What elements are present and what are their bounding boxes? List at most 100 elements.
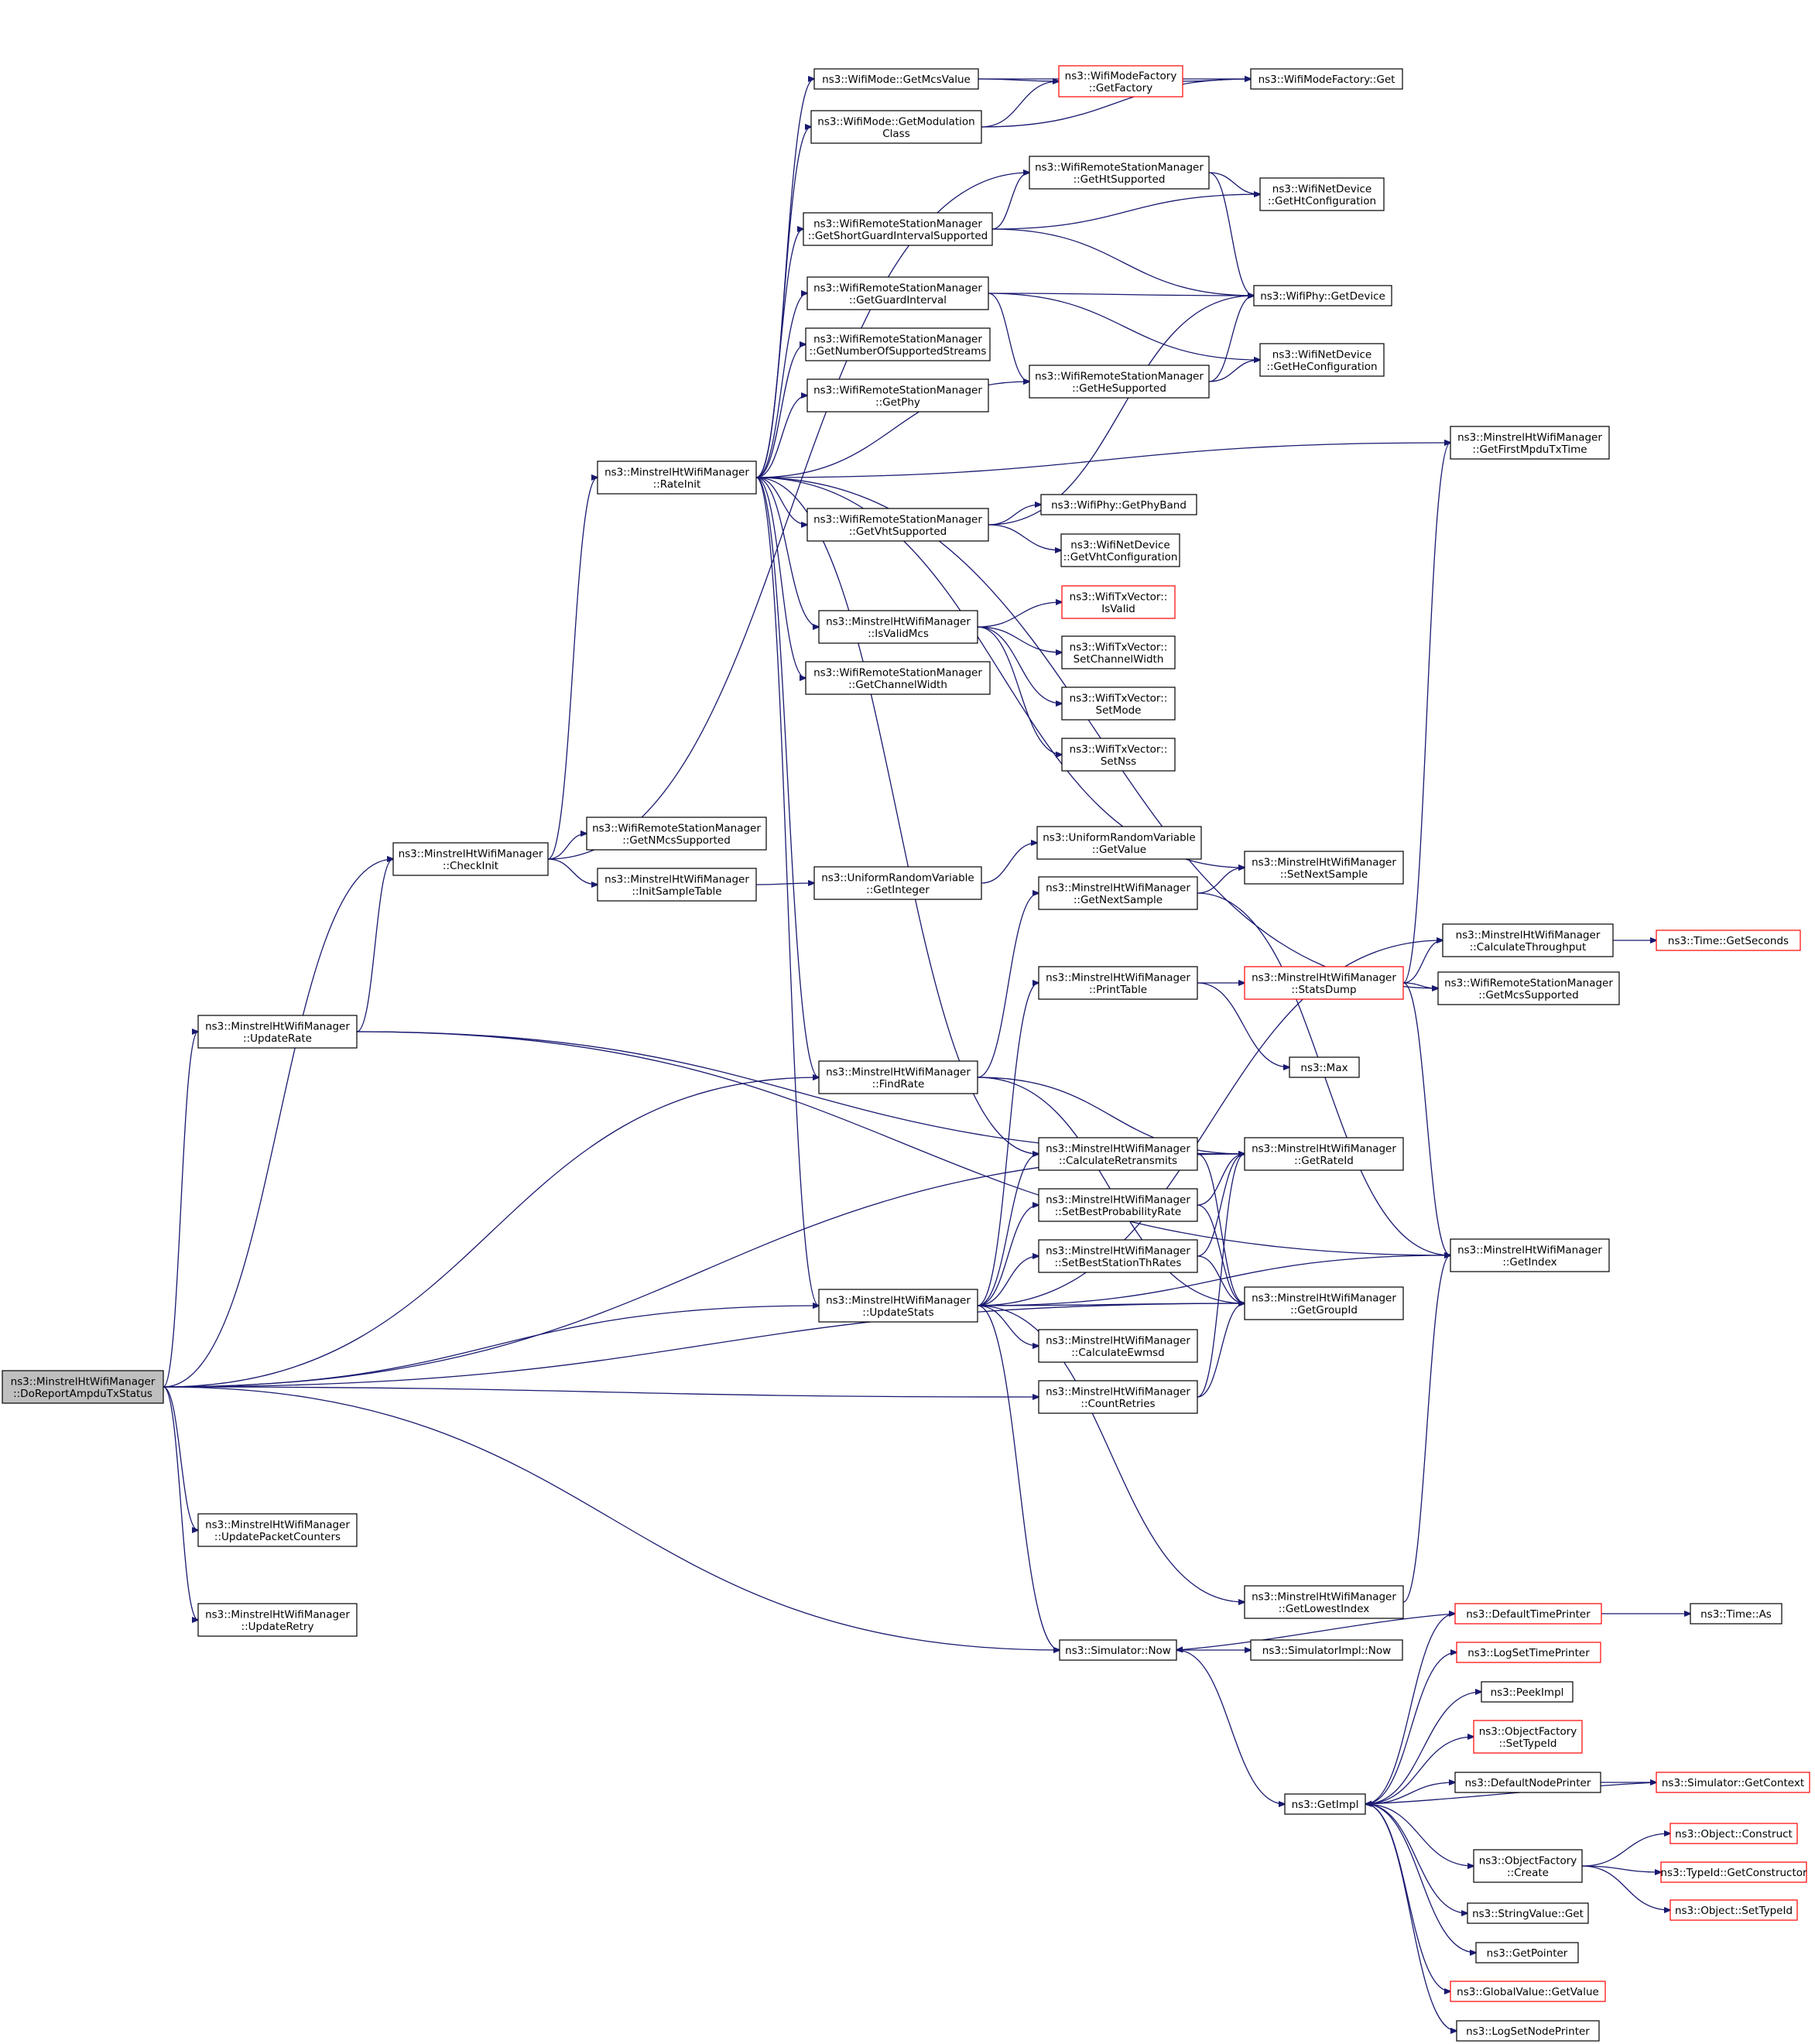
node-wmf-getfactory[interactable]: ns3::WifiModeFactory::GetFactory — [1058, 65, 1183, 98]
node-label-line: ns3::MinstrelHtWifiManager — [1252, 971, 1396, 984]
node-objconstruct[interactable]: ns3::Object::Construct — [1669, 1823, 1798, 1844]
node-max[interactable]: ns3::Max — [1289, 1056, 1360, 1078]
node-defaultnodeprinter[interactable]: ns3::DefaultNodePrinter — [1454, 1772, 1601, 1793]
node-label-line: ns3::WifiModeFactory — [1065, 70, 1177, 82]
node-globalvalue[interactable]: ns3::GlobalValue::GetValue — [1450, 1981, 1606, 2002]
node-updateretry[interactable]: ns3::MinstrelHtWifiManager::UpdateRetry — [197, 1603, 358, 1637]
node-label-line: ::GetGroupId — [1290, 1304, 1358, 1316]
node-defaulttimeprinter[interactable]: ns3::DefaultTimePrinter — [1454, 1603, 1602, 1625]
node-txv-setmode[interactable]: ns3::WifiTxVector::SetMode — [1061, 686, 1176, 721]
node-calcthroughput[interactable]: ns3::MinstrelHtWifiManager::CalculateThr… — [1442, 923, 1614, 957]
node-vhtsupp[interactable]: ns3::WifiRemoteStationManager::GetVhtSup… — [806, 508, 989, 542]
node-setbestth[interactable]: ns3::MinstrelHtWifiManager::SetBestStati… — [1038, 1239, 1198, 1273]
node-updatestats[interactable]: ns3::MinstrelHtWifiManager::UpdateStats — [818, 1289, 978, 1323]
edge-line — [977, 602, 1062, 628]
edge-line — [977, 1205, 1039, 1306]
node-txv-isvalid[interactable]: ns3::WifiTxVector::IsValid — [1061, 585, 1176, 619]
node-calcewmsd[interactable]: ns3::MinstrelHtWifiManager::CalculateEwm… — [1038, 1329, 1198, 1363]
edge-simgetcontext-to-getimpl — [1365, 1782, 1657, 1804]
node-uniformval[interactable]: ns3::UniformRandomVariable::GetValue — [1036, 826, 1202, 860]
node-label-line: ns3::PeekImpl — [1491, 1686, 1564, 1699]
node-txv-setcw[interactable]: ns3::WifiTxVector::SetChannelWidth — [1061, 635, 1176, 669]
node-isvalidmcs[interactable]: ns3::MinstrelHtWifiManager::IsValidMcs — [818, 610, 978, 644]
node-label-line: ns3::MinstrelHtWifiManager — [1046, 1142, 1190, 1155]
node-logsettimeprinter[interactable]: ns3::LogSetTimePrinter — [1456, 1642, 1601, 1663]
node-box — [805, 327, 991, 361]
node-logsetnodeprinter[interactable]: ns3::LogSetNodePrinter — [1456, 2020, 1600, 2042]
edge-getimpl-to-of-settypeid — [1365, 1737, 1474, 1805]
node-wmf-get[interactable]: ns3::WifiModeFactory::Get — [1250, 68, 1403, 90]
node-numstreams[interactable]: ns3::WifiRemoteStationManager::GetNumber… — [805, 327, 991, 361]
node-updaterate[interactable]: ns3::MinstrelHtWifiManager::UpdateRate — [197, 1015, 358, 1049]
edge-line — [988, 293, 1029, 382]
node-getlowestidx[interactable]: ns3::MinstrelHtWifiManager::GetLowestInd… — [1244, 1585, 1404, 1619]
edge-line — [988, 293, 1260, 360]
node-calcretrans[interactable]: ns3::MinstrelHtWifiManager::CalculateRet… — [1038, 1137, 1198, 1171]
node-getphyband[interactable]: ns3::WifiPhy::GetPhyBand — [1040, 494, 1197, 515]
node-getimpl[interactable]: ns3::GetImpl — [1284, 1793, 1366, 1815]
node-countretries[interactable]: ns3::MinstrelHtWifiManager::CountRetries — [1038, 1380, 1198, 1414]
edge-checkinit-to-rateinit — [547, 478, 598, 860]
node-setbestprob[interactable]: ns3::MinstrelHtWifiManager::SetBestProba… — [1038, 1188, 1198, 1222]
node-getdevice[interactable]: ns3::WifiPhy::GetDevice — [1253, 285, 1392, 306]
edge-root-to-updatestats — [163, 1306, 819, 1388]
node-getheconf[interactable]: ns3::WifiNetDevice::GetHeConfiguration — [1259, 343, 1385, 377]
node-checkinit[interactable]: ns3::MinstrelHtWifiManager::CheckInit — [392, 842, 549, 876]
node-simnow[interactable]: ns3::Simulator::Now — [1059, 1639, 1177, 1661]
node-getphy[interactable]: ns3::WifiRemoteStationManager::GetPhy — [806, 378, 989, 413]
node-gethtconf[interactable]: ns3::WifiNetDevice::GetHtConfiguration — [1259, 177, 1385, 211]
node-of-settypeid[interactable]: ns3::ObjectFactory::SetTypeId — [1473, 1720, 1583, 1754]
node-getrateid[interactable]: ns3::MinstrelHtWifiManager::GetRateId — [1244, 1137, 1404, 1171]
node-initsample[interactable]: ns3::MinstrelHtWifiManager::InitSampleTa… — [597, 868, 757, 902]
node-label-line: ::CalculateRetransmits — [1059, 1155, 1177, 1167]
node-chanwidth[interactable]: ns3::WifiRemoteStationManager::GetChanne… — [805, 661, 991, 695]
node-timeas[interactable]: ns3::Time::As — [1690, 1603, 1782, 1625]
node-label-line: ns3::WifiRemoteStationManager — [813, 217, 982, 230]
node-box — [1038, 1329, 1198, 1363]
edge-line — [1208, 172, 1260, 194]
node-box — [1259, 343, 1385, 377]
node-stringvalueget[interactable]: ns3::StringValue::Get — [1467, 1902, 1589, 1924]
edge-line — [755, 443, 1450, 478]
node-getindex[interactable]: ns3::MinstrelHtWifiManager::GetIndex — [1450, 1238, 1610, 1272]
node-statsdump[interactable]: ns3::MinstrelHtWifiManager::StatsDump — [1244, 966, 1404, 1000]
node-updatepkt[interactable]: ns3::MinstrelHtWifiManager::UpdatePacket… — [197, 1513, 358, 1547]
node-hesupp[interactable]: ns3::WifiRemoteStationManager::GetHeSupp… — [1029, 365, 1210, 399]
node-txv-setnss[interactable]: ns3::WifiTxVector::SetNss — [1061, 738, 1176, 772]
node-findrate[interactable]: ns3::MinstrelHtWifiManager::FindRate — [818, 1060, 978, 1094]
node-getseconds[interactable]: ns3::Time::GetSeconds — [1656, 930, 1801, 951]
node-getvhtconf[interactable]: ns3::WifiNetDevice::GetVhtConfiguration — [1060, 533, 1180, 567]
edge-line — [755, 344, 806, 478]
node-getnextsample[interactable]: ns3::MinstrelHtWifiManager::GetNextSampl… — [1038, 876, 1198, 910]
node-rateinit[interactable]: ns3::MinstrelHtWifiManager::RateInit — [597, 460, 757, 495]
edge-line — [163, 1386, 1060, 1650]
node-printtable[interactable]: ns3::MinstrelHtWifiManager::PrintTable — [1038, 966, 1198, 1000]
node-getmcsvalue[interactable]: ns3::WifiMode::GetMcsValue — [813, 68, 979, 90]
node-label-line: ns3::MinstrelHtWifiManager — [1046, 1334, 1190, 1347]
edge-rateinit-to-getmodclass — [755, 127, 811, 478]
node-uniformint[interactable]: ns3::UniformRandomVariable::GetInteger — [813, 866, 982, 900]
node-root[interactable]: ns3::MinstrelHtWifiManager::DoReportAmpd… — [2, 1370, 164, 1404]
node-box — [197, 1603, 358, 1637]
node-getpointer[interactable]: ns3::GetPointer — [1475, 1942, 1579, 1964]
node-getnmcs[interactable]: ns3::WifiRemoteStationManager::GetNMcsSu… — [586, 817, 767, 851]
node-peekimpl[interactable]: ns3::PeekImpl — [1481, 1681, 1574, 1703]
node-label-line: ns3::MinstrelHtWifiManager — [205, 1020, 350, 1032]
node-simgetcontext[interactable]: ns3::Simulator::GetContext — [1656, 1772, 1810, 1793]
edge-line — [988, 293, 1254, 296]
node-htsupp[interactable]: ns3::WifiRemoteStationManager::GetHtSupp… — [1029, 156, 1210, 190]
node-shortgi[interactable]: ns3::WifiRemoteStationManager::GetShortG… — [803, 212, 993, 246]
node-of-create[interactable]: ns3::ObjectFactory::Create — [1473, 1849, 1583, 1883]
node-label-line: ns3::WifiPhy::GetPhyBand — [1051, 499, 1187, 512]
node-simimplnow[interactable]: ns3::SimulatorImpl::Now — [1250, 1639, 1403, 1661]
edge-rateinit-to-updatestats — [755, 477, 819, 1306]
node-firstmpdu[interactable]: ns3::MinstrelHtWifiManager::GetFirstMpdu… — [1450, 426, 1610, 460]
node-guardinterval[interactable]: ns3::WifiRemoteStationManager::GetGuardI… — [806, 276, 989, 310]
node-label-line: ns3::MinstrelHtWifiManager — [1046, 1193, 1190, 1206]
node-typeidgetctor[interactable]: ns3::TypeId::GetConstructor — [1660, 1861, 1807, 1883]
node-getgroupid[interactable]: ns3::MinstrelHtWifiManager::GetGroupId — [1244, 1286, 1404, 1320]
node-getmcssupp[interactable]: ns3::WifiRemoteStationManager::GetMcsSup… — [1437, 971, 1620, 1005]
node-setnextsample[interactable]: ns3::MinstrelHtWifiManager::SetNextSampl… — [1244, 851, 1404, 885]
node-objsettypeid[interactable]: ns3::Object::SetTypeId — [1669, 1899, 1798, 1921]
